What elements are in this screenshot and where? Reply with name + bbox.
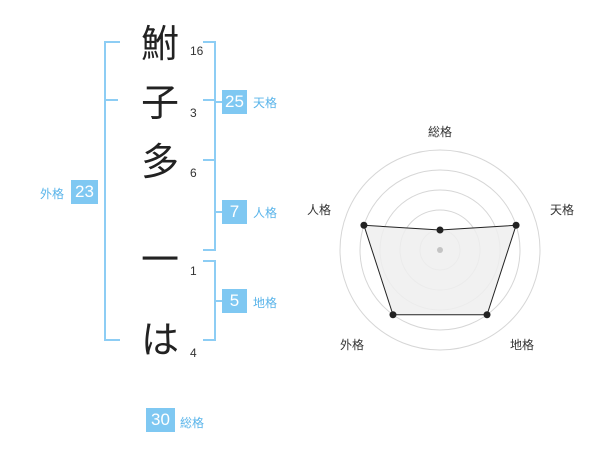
gaikaku-bracket-tick: [106, 99, 118, 101]
radar-ring: [339, 149, 541, 351]
stroke-count-1: 16: [190, 44, 204, 58]
gaikaku-label: 外格: [40, 187, 65, 201]
tenkaku-label: 天格: [253, 96, 278, 110]
stroke-count-3: 6: [190, 166, 197, 180]
jinkaku-label: 人格: [253, 206, 278, 220]
tenkaku-connector: [216, 101, 222, 103]
radar-ring: [359, 169, 521, 331]
stroke-count-4: 1: [190, 264, 197, 278]
radar-series-polygon: [363, 224, 517, 316]
gaikaku-value: 23: [71, 180, 98, 204]
soukaku-value: 30: [146, 408, 175, 432]
chikaku-value: 5: [222, 289, 247, 313]
name-char-3: 多: [140, 140, 179, 184]
radar-chart: [339, 149, 541, 351]
jinkaku-connector: [216, 211, 222, 213]
radar-axis-label-soukaku: 総格: [428, 125, 453, 139]
radar-point-4: [360, 221, 368, 229]
radar-point-2: [483, 311, 491, 319]
tenkaku-value: 25: [222, 90, 247, 114]
stroke-count-2: 3: [190, 106, 197, 120]
name-char-1: 鮒: [140, 22, 179, 66]
radar-axis-label-gaikaku: 外格: [340, 338, 365, 352]
name-char-2: 子: [140, 81, 179, 125]
radar-point-0: [436, 226, 444, 234]
jinkaku-bracket: [203, 99, 216, 251]
chikaku-connector: [216, 300, 222, 302]
chikaku-bracket: [203, 260, 216, 341]
radar-axis-label-jinkaku: 人格: [307, 203, 332, 217]
jinkaku-value: 7: [222, 200, 247, 224]
radar-axis-label-chikaku: 地格: [510, 338, 535, 352]
radar-center-dot: [437, 247, 443, 253]
gaikaku-bracket: [104, 41, 120, 341]
name-char-5: は: [140, 318, 179, 362]
chikaku-label: 地格: [253, 296, 278, 310]
name-char-4: 一: [140, 238, 179, 282]
radar-point-1: [512, 221, 520, 229]
stroke-count-5: 4: [190, 346, 197, 360]
radar-axis-label-tenkaku: 天格: [550, 203, 575, 217]
radar-point-3: [389, 311, 397, 319]
soukaku-label: 総格: [180, 416, 205, 430]
